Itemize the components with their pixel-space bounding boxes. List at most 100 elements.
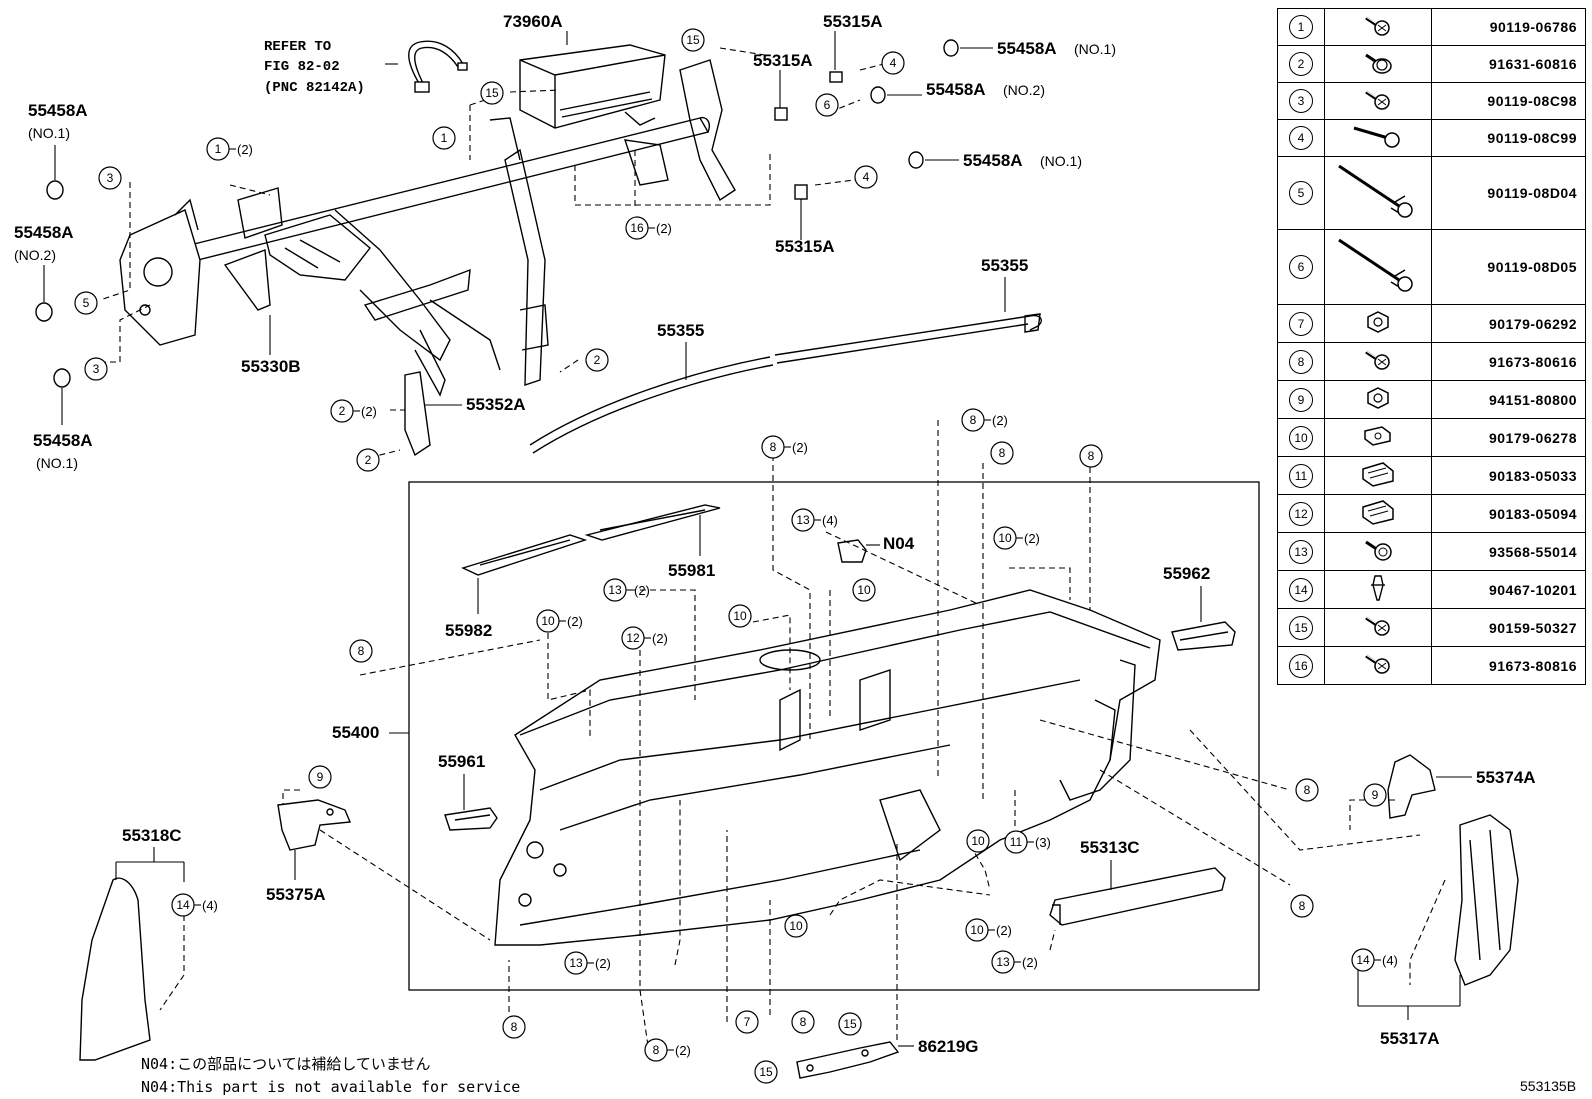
callout-number: 10 [971,834,985,848]
callout-quantity: (4) [1382,953,1398,968]
callout-quantity: (2) [1024,531,1040,546]
fastener-number: 9 [1277,380,1325,419]
callout-number: 1 [215,142,222,156]
callout-number: 12 [626,631,640,645]
callout-number: 13 [569,956,583,970]
screw-icon [1324,532,1432,571]
callout-number: 8 [653,1043,660,1057]
label-55315A-low: 55315A [775,237,835,256]
fastener-number-label: 8 [1289,349,1313,374]
label-55330B: 55330B [241,357,301,376]
fastener-part-number: 90467-10201 [1431,570,1586,609]
fastener-number: 6 [1277,229,1325,305]
callout: 10 [966,829,990,853]
callout-number: 8 [999,446,1006,460]
part-55400: 55400 [332,589,1161,946]
callout: 2 [356,448,380,472]
callout-number: 14 [176,898,190,912]
callout-number: 8 [800,1015,807,1029]
label-55355-b: 55355 [981,256,1028,275]
callout-number: 10 [857,583,871,597]
fastener-part-number: 91631-60816 [1431,45,1586,83]
instrument-panel-box [408,481,1260,991]
label-55355-a: 55355 [657,321,704,340]
callout-quantity: (2) [792,440,808,455]
label-86219G: 86219G [918,1037,979,1056]
callout: 8 [1290,894,1314,918]
callout-quantity: (4) [202,898,218,913]
label-55458A-left1: 55458A [28,101,88,120]
callout-number: 8 [358,644,365,658]
callout: 2(2) [330,399,377,423]
callout-number: 4 [890,56,897,70]
fastener-number-label: 15 [1289,615,1313,640]
fastener-part-number: 90119-08C99 [1431,119,1586,157]
fastener-number: 14 [1277,570,1325,609]
callout-number: 8 [1088,449,1095,463]
part-55313C: 55313C [1049,838,1226,926]
fastener-row: 14 90467-10201 [1277,570,1586,609]
callout-number: 3 [107,171,114,185]
part-N04: N04 [837,534,915,563]
part-73960A: 73960A [503,12,666,129]
fastener-number: 12 [1277,494,1325,533]
extra-long-bolt-icon [1324,229,1432,305]
callout-number: 10 [789,919,803,933]
guide-lines [99,47,1446,1061]
fastener-number-label: 4 [1289,126,1313,150]
note-en: N04:This part is not available for servi… [141,1078,520,1096]
callout-number: 10 [998,531,1012,545]
fastener-number-label: 5 [1289,181,1313,205]
label-55318C: 55318C [122,826,182,845]
fastener-row: 4 90119-08C99 [1277,119,1586,157]
upper-fasteners: 55315A 55315A 55315A 55458A (NO.1) 55458… [753,12,1116,256]
callout-quantity: (2) [652,631,668,646]
callout-number: 5 [83,296,90,310]
fastener-part-number: 90179-06278 [1431,418,1586,457]
callout-number: 10 [733,609,747,623]
label-73960A: 73960A [503,12,563,31]
callout-number: 7 [744,1015,751,1029]
fastener-number-label: 1 [1289,15,1313,39]
callout-quantity: (2) [656,221,672,236]
label-55981: 55981 [668,561,715,580]
callout: 2 [585,348,609,372]
part-55374A: 55374A [1387,754,1536,819]
label-55352A: 55352A [466,395,526,414]
part-55375A: 55375A [266,799,352,904]
fastener-part-number: 90119-08D04 [1431,156,1586,230]
fastener-number-label: 2 [1289,52,1313,76]
part-55317A: 55317A [1357,814,1519,1048]
callout: 7 [735,1010,759,1034]
callout: 8 [349,639,373,663]
long-bolt-icon [1324,119,1432,157]
fastener-row: 2 91631-60816 [1277,45,1586,83]
refer-note: REFER TO FIG 82-02 (PNC 82142A) [264,39,398,96]
fastener-number: 10 [1277,418,1325,457]
callout-number: 9 [1372,788,1379,802]
callout: 1(2) [206,137,253,161]
callout: 1 [432,126,456,150]
fastener-row: 12 90183-05094 [1277,494,1586,533]
label-55458A-no1-mid: 55458A [963,151,1023,170]
callout: 12 (2) [621,626,668,650]
label-55458A-left1-sub: (NO.1) [28,125,70,141]
refer-line-1: REFER TO [264,39,331,55]
callout-quantity: (2) [595,956,611,971]
bolt-icon [1324,342,1432,381]
fastener-part-number: 90183-05094 [1431,494,1586,533]
callout: 6 [815,93,839,117]
callout-number: 2 [365,453,372,467]
push-clip-icon [1324,570,1432,609]
callout-number: 6 [824,98,831,112]
callout-number: 16 [630,221,644,235]
label-55458A-no1-top-sub: (NO.1) [1074,41,1116,57]
garnishes: 55982 55981 55962 55961 [438,504,1236,831]
callout-number: 15 [759,1065,773,1079]
callout-number: 1 [441,131,448,145]
